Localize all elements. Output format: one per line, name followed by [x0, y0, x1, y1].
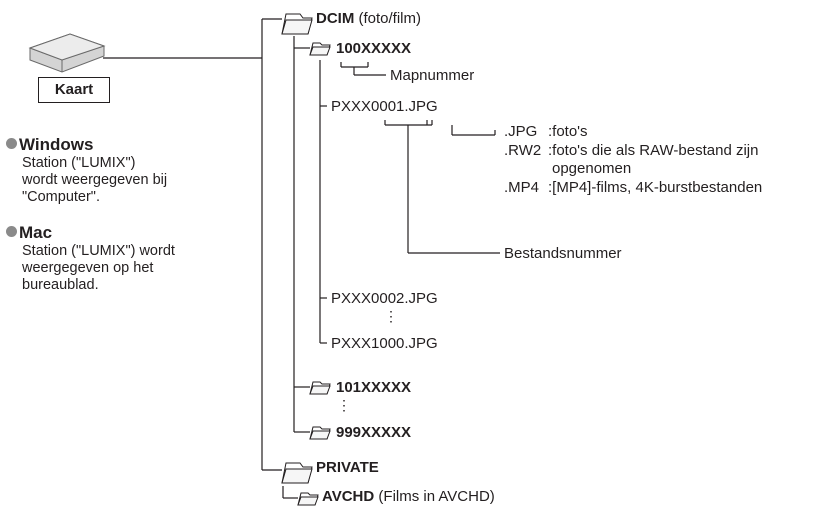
folder-icon-avchd	[297, 492, 319, 506]
folder-icon-100	[309, 42, 331, 56]
bullet-icon	[6, 226, 17, 237]
folder-icon-101	[309, 381, 331, 395]
folder-100-label: 100XXXXX	[336, 40, 412, 57]
folder-number-label: Mapnummer	[390, 67, 475, 84]
windows-description: Station ("LUMIX") wordt weergegeven bij …	[22, 155, 168, 205]
folder-icon-999	[309, 426, 331, 440]
mac-heading: Mac	[6, 224, 52, 241]
ext-mp4: .MP4:[MP4]-films, 4K-burstbestanden	[504, 179, 763, 196]
ellipsis-folders: ⋮	[337, 397, 351, 413]
file-3-label: PXXX1000.JPG	[331, 335, 438, 352]
bullet-icon	[6, 138, 17, 149]
drive-icon	[28, 33, 106, 73]
ellipsis-files: ⋮	[384, 308, 398, 324]
file-1-label: PXXX0001.JPG	[331, 98, 438, 115]
card-label: Kaart	[38, 77, 110, 103]
windows-heading: Windows	[6, 136, 93, 153]
dcim-folder-label: DCIM (foto/film)	[316, 10, 422, 27]
file-number-label: Bestandsnummer	[504, 245, 622, 262]
folder-icon-private	[281, 462, 313, 484]
folder-icon-dcim	[281, 13, 313, 35]
ext-jpg: .JPG:foto's	[504, 123, 588, 140]
private-folder-label: PRIVATE	[316, 459, 379, 476]
mac-description: Station ("LUMIX") wordt weergegeven op h…	[22, 243, 175, 293]
avchd-folder-label: AVCHD (Films in AVCHD)	[322, 488, 495, 505]
file-2-label: PXXX0002.JPG	[331, 290, 438, 307]
ext-rw2: .RW2:foto's die als RAW-bestand zijn	[504, 142, 759, 159]
folder-101-label: 101XXXXX	[336, 379, 412, 396]
folder-999-label: 999XXXXX	[336, 424, 412, 441]
ext-rw2-continued: opgenomen	[552, 160, 632, 177]
